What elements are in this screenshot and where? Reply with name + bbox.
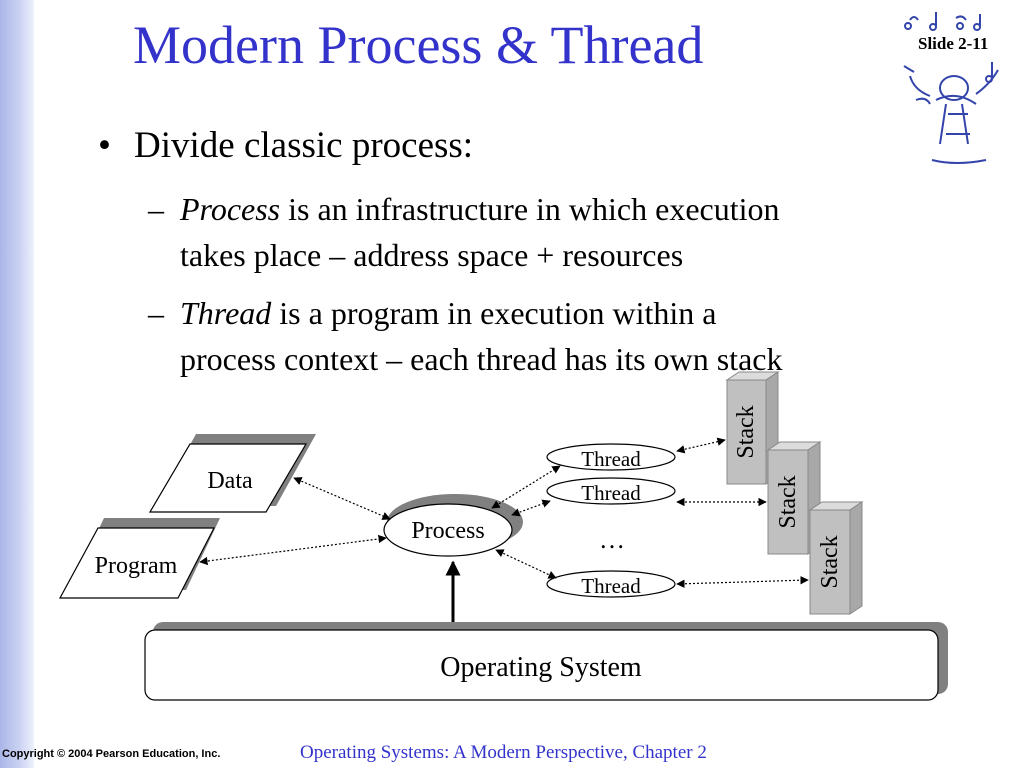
source-footer: Operating Systems: A Modern Perspective,… (300, 742, 707, 763)
stack-label-1: Stack (733, 405, 759, 458)
process-definition: is an infrastructure in which execution (280, 191, 780, 227)
left-gradient-bar (0, 0, 34, 768)
stack-label-2: Stack (775, 475, 801, 528)
connector-process-thread2 (511, 499, 551, 517)
thread-term: Thread (180, 295, 272, 331)
thread-definition: is a program in execution within a (271, 295, 717, 331)
connector-thread1-stack1 (676, 437, 726, 454)
process-term: Process (180, 191, 281, 227)
program-box: Program (58, 518, 220, 599)
stack-box-3: Stack (808, 501, 864, 615)
sub-bullet-line2: takes place – address space + resources (180, 237, 684, 273)
connector-program-process (199, 534, 387, 566)
slide-number: Slide 2-11 (918, 34, 989, 53)
sub-bullet-line1: Thread is a program in execution within … (180, 290, 716, 336)
thread-node-2: Thread (546, 477, 676, 505)
thread-ellipsis: … (599, 525, 625, 554)
operating-system-box: Operating System (144, 622, 948, 701)
music-figure-logo-icon (903, 12, 999, 164)
program-label: Program (95, 553, 178, 579)
connector-process-thread3 (495, 549, 557, 579)
operating-system-label: Operating System (440, 652, 642, 683)
dotted-connectors (199, 437, 809, 588)
slide-title: Modern Process & Thread (133, 15, 704, 75)
thread-label-1: Thread (581, 447, 641, 471)
connector-thread3-stack3 (676, 576, 809, 588)
thread-label-3: Thread (581, 574, 641, 598)
connector-data-process (293, 477, 391, 520)
copyright-footer: Copyright © 2004 Pearson Education, Inc. (2, 748, 221, 760)
bullet-dot-icon: • (98, 125, 111, 166)
connector-process-thread1 (491, 465, 561, 509)
data-label: Data (207, 468, 253, 494)
main-bullet: • Divide classic process: (98, 124, 473, 167)
sub-bullet-line2: process context – each thread has its ow… (180, 341, 783, 377)
process-label: Process (411, 518, 484, 544)
sub-bullet-dash: – (148, 295, 164, 331)
main-bullet-text: Divide classic process: (134, 125, 474, 166)
process-node: Process (383, 494, 523, 557)
data-box: Data (148, 434, 316, 513)
thread-node-3: Thread (546, 570, 676, 598)
sub-bullet-line1: Process is an infrastructure in which ex… (180, 186, 780, 232)
sub-bullet-dash: – (148, 191, 164, 227)
thread-node-1: Thread (546, 443, 676, 471)
thread-label-2: Thread (581, 481, 641, 505)
stack-box-2: Stack (766, 441, 822, 555)
stack-label-3: Stack (817, 535, 843, 588)
